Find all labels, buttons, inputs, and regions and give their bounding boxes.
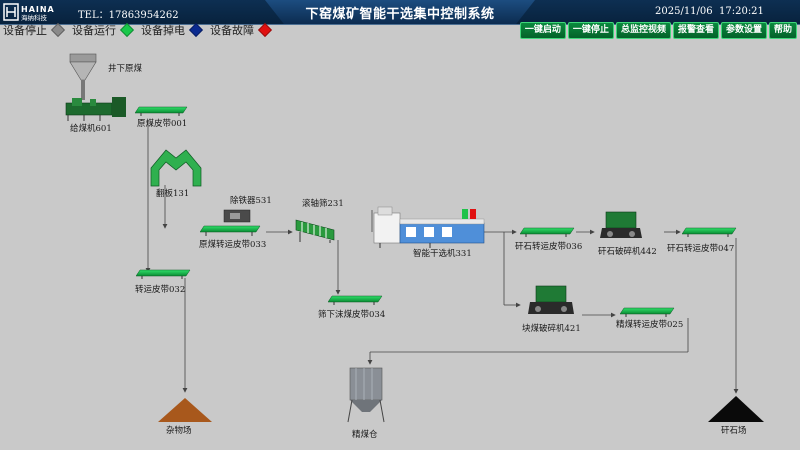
legend-poweroff-icon	[188, 22, 204, 38]
datetime-text: 2025/11/06 17:20:21	[655, 6, 764, 17]
belt-025-label: 精煤转运皮带025	[616, 320, 684, 330]
gangue-yard-label: 矸石场	[721, 426, 747, 436]
status-legend: 设备停止 设备运行 设备掉电 设备故障	[3, 22, 279, 38]
dry-separator-label: 智能干选机331	[413, 249, 472, 259]
iron-remover-label: 除铁器531	[230, 196, 272, 206]
control-buttons: 一键启动 一键停止 总监控视频 报警查看 参数设置 帮助	[519, 22, 797, 39]
title-banner: 下窑煤矿智能干选集中控制系统	[265, 0, 535, 24]
legend-running-icon	[119, 22, 135, 38]
belt-047-icon[interactable]	[682, 226, 738, 238]
haina-logo: HAINA 海纳科技	[3, 3, 55, 22]
svg-text:海纳科技: 海纳科技	[21, 13, 48, 22]
silo-label: 精煤仓	[352, 430, 378, 440]
header-bar: HAINA 海纳科技 TEL：17863954262 下窑煤矿智能干选集中控制系…	[0, 0, 800, 25]
page-title: 下窑煤矿智能干选集中控制系统	[305, 7, 495, 22]
belt-047-label: 矸石转运皮带047	[667, 244, 735, 254]
belt-036-label: 矸石转运皮带036	[515, 242, 583, 252]
belt-025-icon[interactable]	[620, 306, 676, 318]
feeder-machine-icon[interactable]	[64, 95, 130, 123]
belt-034-label: 筛下沫煤皮带034	[318, 310, 386, 320]
legend-stopped-icon	[50, 22, 66, 38]
sundry-yard-label: 杂物场	[166, 426, 192, 436]
belt-032-label: 转运皮带032	[135, 285, 186, 295]
svg-text:HAINA: HAINA	[21, 5, 55, 14]
process-diagram: 井下原煤 给煤机601 原煤皮带001 翻板131 除铁器531 原煤转运皮带0…	[0, 40, 800, 450]
gangue-pile-icon	[708, 396, 764, 422]
help-button[interactable]: 帮助	[768, 22, 797, 39]
belt-033-label: 原煤转运皮带033	[199, 240, 267, 250]
legend-fault-label: 设备故障	[210, 24, 254, 37]
crusher-442-label: 矸石破碎机442	[598, 247, 657, 257]
belt-001-label: 原煤皮带001	[137, 119, 188, 129]
legend-poweroff-label: 设备掉电	[141, 24, 185, 37]
dry-separator-icon[interactable]	[370, 205, 486, 249]
crusher-421-label: 块煤破碎机421	[522, 324, 581, 334]
roller-screen-icon[interactable]	[294, 216, 340, 244]
alarm-view-button[interactable]: 报警查看	[672, 22, 719, 39]
one-key-stop-button[interactable]: 一键停止	[567, 22, 614, 39]
roller-screen-label: 滚轴筛231	[302, 199, 344, 209]
gangue-crusher-icon[interactable]	[600, 210, 644, 242]
lump-coal-crusher-icon[interactable]	[528, 284, 578, 318]
belt-032-icon[interactable]	[136, 268, 192, 280]
video-monitor-button[interactable]: 总监控视频	[615, 22, 671, 39]
feeder-label: 给煤机601	[70, 124, 112, 134]
flap-label: 翻板131	[156, 189, 190, 199]
sundry-pile-icon	[158, 398, 212, 422]
coal-hopper-icon	[69, 53, 97, 100]
flap-chute-icon[interactable]	[148, 146, 204, 188]
one-key-start-button[interactable]: 一键启动	[519, 22, 566, 39]
legend-fault-icon	[257, 22, 273, 38]
clean-coal-silo-icon[interactable]	[344, 364, 388, 424]
belt-034-icon[interactable]	[328, 294, 384, 306]
flow-lines	[145, 120, 739, 394]
telephone-text: TEL：17863954262	[78, 10, 179, 21]
param-settings-button[interactable]: 参数设置	[720, 22, 767, 39]
legend-running-label: 设备运行	[72, 24, 116, 37]
belt-001-icon[interactable]	[135, 105, 189, 117]
legend-stopped-label: 设备停止	[3, 24, 47, 37]
belt-036-icon[interactable]	[520, 226, 576, 238]
iron-remover-icon[interactable]	[200, 208, 262, 238]
hopper-label: 井下原煤	[108, 64, 143, 74]
